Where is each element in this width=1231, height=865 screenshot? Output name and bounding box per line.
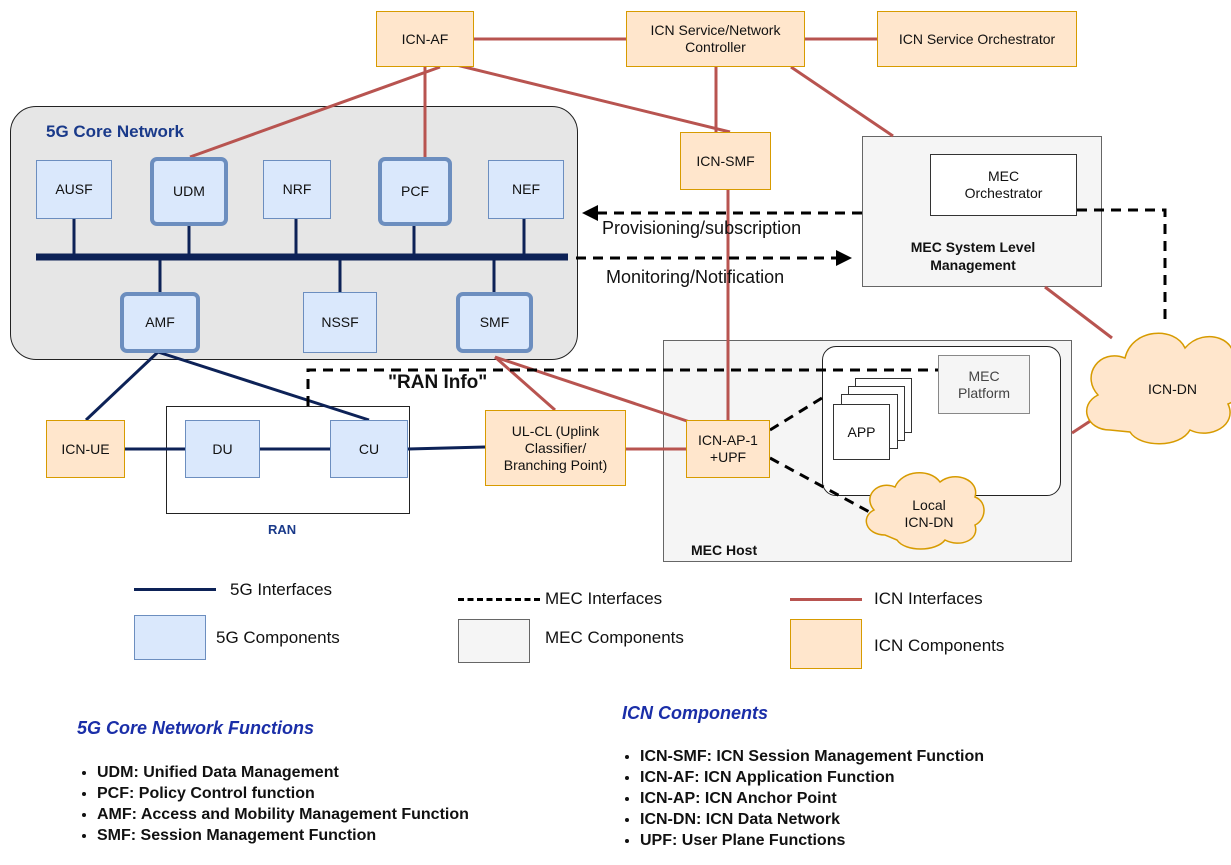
mec-platform-line1: MEC (968, 367, 1000, 384)
legend-mec-interfaces: MEC Interfaces (545, 589, 663, 608)
local-icn-dn-label: Local ICN-DN (894, 497, 964, 531)
local-icn-dn-line1: Local (912, 497, 946, 513)
legend-icn-line (790, 598, 862, 601)
core-functions-list: UDM: Unified Data Management PCF: Policy… (75, 762, 469, 846)
mec-orchestrator-line1: MEC (987, 168, 1020, 184)
mec-orchestrator-line2: Orchestrator (964, 185, 1043, 201)
list-item: ICN-DN: ICN Data Network (640, 809, 984, 830)
pcf-node[interactable]: PCF (378, 157, 452, 226)
nssf-node[interactable]: NSSF (303, 292, 377, 353)
icn-dn-label: ICN-DN (1148, 381, 1197, 397)
list-item: ICN-AP: ICN Anchor Point (640, 788, 984, 809)
mec-system-level-label: MEC System Level Management (898, 238, 1048, 274)
icn-components-heading: ICN Components (622, 703, 768, 723)
legend-mec-swatch (458, 619, 530, 663)
ul-cl-line3: Branching Point) (503, 456, 608, 473)
icn-ap-line1: ICN-AP-1 (698, 432, 758, 448)
list-item: ICN-AF: ICN Application Function (640, 767, 984, 788)
list-item: PCF: Policy Control function (97, 783, 469, 804)
list-item: ICN-SMF: ICN Session Management Function (640, 746, 984, 767)
mec-orchestrator-node[interactable]: MEC Orchestrator (930, 154, 1077, 216)
mec-platform-node[interactable]: MEC Platform (938, 355, 1030, 414)
du-node[interactable]: DU (185, 420, 260, 478)
udm-node[interactable]: UDM (150, 157, 228, 226)
icn-components-list: ICN-SMF: ICN Session Management Function… (618, 746, 984, 851)
icn-ap-upf-node[interactable]: ICN-AP-1 +UPF (686, 420, 770, 478)
icn-controller-node[interactable]: ICN Service/Network Controller (626, 11, 805, 67)
icn-ue-node[interactable]: ICN-UE (46, 420, 125, 478)
app-node[interactable]: APP (833, 404, 890, 460)
legend-mec-line (458, 598, 540, 601)
local-icn-dn-cloud (865, 472, 985, 550)
ran-info-label: "RAN Info" (388, 372, 488, 393)
legend-5g-components: 5G Components (216, 628, 340, 647)
icn-smf-node[interactable]: ICN-SMF (680, 132, 771, 190)
list-item: UDM: Unified Data Management (97, 762, 469, 783)
mec-system-line2: Management (930, 257, 1016, 273)
legend-5g-interfaces: 5G Interfaces (230, 580, 333, 599)
legend-icn-swatch (790, 619, 862, 669)
core-functions-heading: 5G Core Network Functions (77, 718, 315, 738)
cu-node[interactable]: CU (330, 420, 408, 478)
legend-icn-interfaces: ICN Interfaces (874, 589, 983, 608)
legend-icn-components: ICN Components (874, 636, 1005, 655)
list-item: AMF: Access and Mobility Management Func… (97, 804, 469, 825)
nef-node[interactable]: NEF (488, 160, 564, 219)
icn-af-node[interactable]: ICN-AF (376, 11, 474, 67)
arrowheads (582, 205, 852, 266)
mec-platform-line2: Platform (957, 384, 1011, 401)
legend-mec-components: MEC Components (545, 628, 684, 647)
list-item: UPF: User Plane Functions (640, 830, 984, 851)
amf-node[interactable]: AMF (120, 292, 200, 353)
list-item: SMF: Session Management Function (97, 825, 469, 846)
ran-label: RAN (268, 522, 297, 537)
ausf-node[interactable]: AUSF (36, 160, 112, 219)
ul-cl-line2: Classifier/ (524, 439, 587, 456)
mec-host-label: MEC Host (691, 542, 758, 558)
icn-dn-cloud (1086, 332, 1231, 445)
icn-ap-line2: +UPF (709, 449, 747, 465)
icn-interfaces (189, 37, 1113, 451)
ul-cl-node[interactable]: UL-CL (Uplink Classifier/ Branching Poin… (485, 410, 626, 486)
local-icn-dn-line2: ICN-DN (904, 514, 954, 530)
legend-5g-line (134, 588, 216, 591)
icn-orchestrator-node[interactable]: ICN Service Orchestrator (877, 11, 1077, 67)
5g-interfaces (36, 219, 568, 451)
monitoring-label: Monitoring/Notification (606, 267, 785, 287)
legend-5g-swatch (134, 615, 206, 660)
nrf-node[interactable]: NRF (263, 160, 331, 219)
ul-cl-line1: UL-CL (Uplink (511, 422, 600, 439)
icn-controller-line1: ICN Service/Network (650, 22, 781, 38)
smf-node[interactable]: SMF (456, 292, 533, 353)
cloud-shapes (865, 332, 1231, 550)
mec-system-line1: MEC System Level (910, 239, 1036, 255)
core-network-title: 5G Core Network (46, 122, 184, 141)
icn-controller-line2: Controller (685, 39, 746, 55)
provisioning-label: Provisioning/subscription (602, 218, 802, 238)
